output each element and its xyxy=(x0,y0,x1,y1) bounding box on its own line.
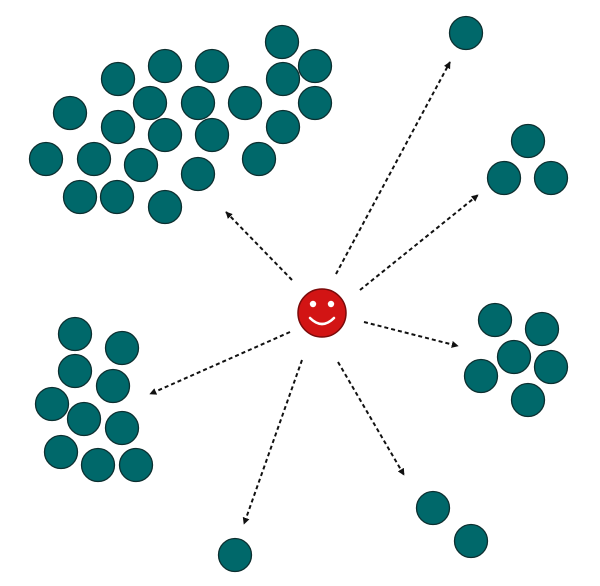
cluster-top-right-single xyxy=(448,15,484,51)
node xyxy=(28,141,64,177)
node xyxy=(66,401,102,437)
node xyxy=(477,302,513,338)
cluster-right-upper-trio xyxy=(486,123,569,196)
node xyxy=(147,189,183,225)
node xyxy=(524,311,560,347)
arrow-to-bottom-right-pair xyxy=(337,361,405,476)
node xyxy=(241,141,277,177)
node xyxy=(265,109,301,145)
node xyxy=(496,339,532,375)
smiley-face-icon xyxy=(297,288,347,338)
node xyxy=(297,48,333,84)
node xyxy=(76,141,112,177)
node xyxy=(533,349,569,385)
cluster-bottom-single xyxy=(217,537,253,573)
node xyxy=(52,95,88,131)
arrow-to-right-upper-trio xyxy=(359,194,479,291)
node xyxy=(264,24,300,60)
node xyxy=(104,330,140,366)
node xyxy=(180,156,216,192)
arrow-to-top-right-single xyxy=(335,61,451,275)
arrow-to-left-group xyxy=(149,331,291,395)
node xyxy=(194,48,230,84)
clusters xyxy=(28,15,569,573)
node xyxy=(57,316,93,352)
node xyxy=(533,160,569,196)
node xyxy=(217,537,253,573)
node xyxy=(227,85,263,121)
node xyxy=(463,358,499,394)
node xyxy=(448,15,484,51)
cluster-left-group xyxy=(34,316,154,483)
node xyxy=(100,109,136,145)
cluster-top-left-large xyxy=(28,24,333,225)
node xyxy=(62,179,98,215)
cluster-right-lower-group xyxy=(463,302,569,418)
node xyxy=(297,85,333,121)
node xyxy=(43,434,79,470)
node xyxy=(118,447,154,483)
node xyxy=(453,523,489,559)
right-eye xyxy=(327,300,335,308)
node xyxy=(147,117,183,153)
node xyxy=(34,386,70,422)
cluster-bottom-right-pair xyxy=(415,490,489,559)
node xyxy=(80,447,116,483)
arrow-to-top-left-large xyxy=(225,211,293,281)
node xyxy=(194,117,230,153)
center-node xyxy=(297,288,347,338)
node xyxy=(132,85,168,121)
arrow-to-bottom-single xyxy=(242,359,303,525)
node xyxy=(180,85,216,121)
node xyxy=(510,123,546,159)
node xyxy=(104,410,140,446)
node xyxy=(510,382,546,418)
node xyxy=(100,61,136,97)
arrows xyxy=(149,61,479,525)
arrow-to-right-lower-group xyxy=(363,321,459,348)
node xyxy=(57,353,93,389)
node xyxy=(99,179,135,215)
node xyxy=(415,490,451,526)
node xyxy=(147,48,183,84)
node xyxy=(265,61,301,97)
smile xyxy=(308,316,336,326)
node xyxy=(486,160,522,196)
left-eye xyxy=(309,300,317,308)
node xyxy=(123,147,159,183)
node xyxy=(95,368,131,404)
